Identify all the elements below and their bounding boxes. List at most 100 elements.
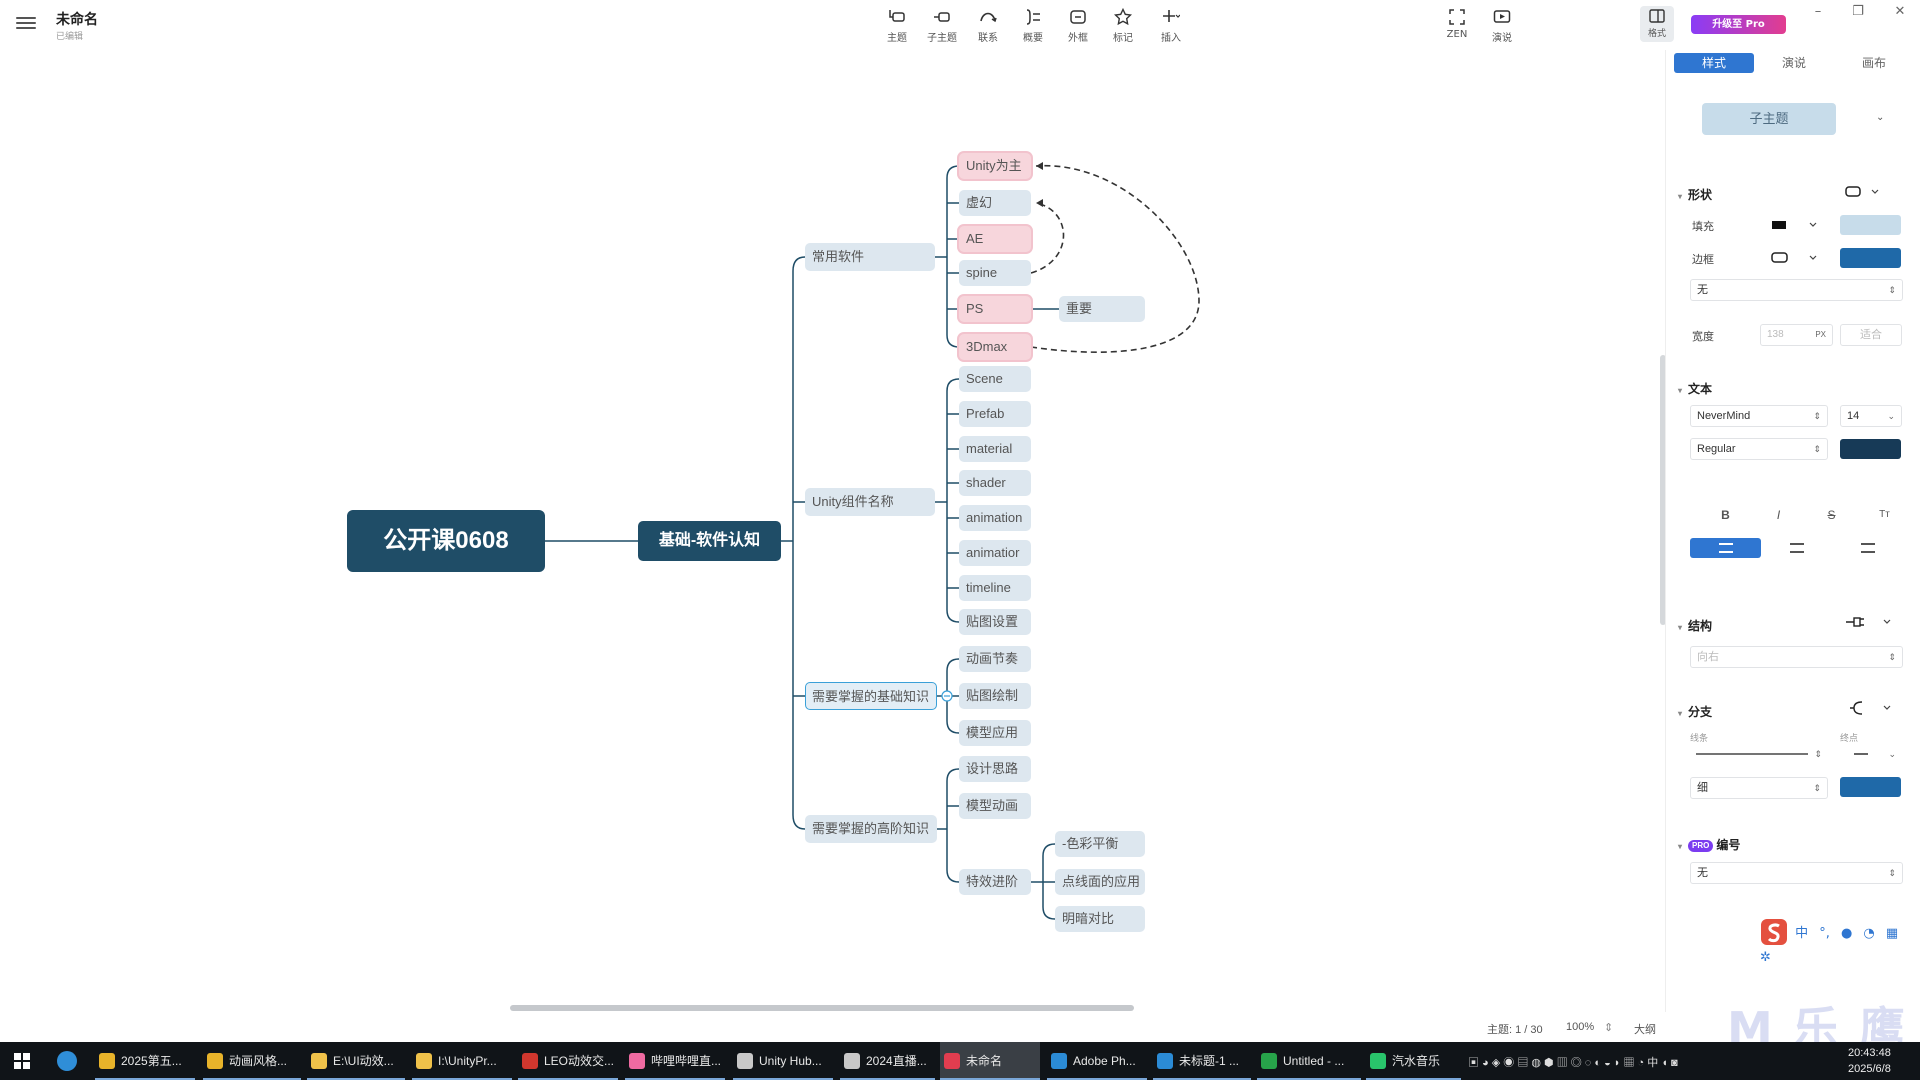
shape-picker[interactable] <box>1840 182 1890 202</box>
branch-advanced-knowledge[interactable]: 需要掌握的高阶知识 <box>805 815 937 843</box>
bold-button[interactable]: B <box>1721 508 1730 522</box>
root-topic[interactable]: 公开课0608 <box>347 510 545 572</box>
subtopic-node[interactable]: animatior <box>959 540 1031 566</box>
system-tray[interactable]: ▣ ◕ ◈ ◉ ▤ ◍ ⬢ ▥ ◎ ◌ ◐ ◒ ◗ ▦ ◔ 中 ◖ ◙ <box>1468 1057 1678 1069</box>
subtopic-node[interactable]: Unity为主 <box>959 153 1031 179</box>
tab-style[interactable]: 样式 <box>1674 53 1754 73</box>
boundary-button[interactable]: 外框 <box>1058 8 1098 44</box>
border-color-swatch[interactable] <box>1840 248 1901 268</box>
subtopic-node[interactable]: 3Dmax <box>959 334 1031 360</box>
subtopic-node[interactable]: 明暗对比 <box>1055 906 1145 932</box>
structure-direction-select[interactable]: 向右⇕ <box>1690 646 1903 668</box>
ime-microphone-icon[interactable]: ● <box>1840 925 1853 941</box>
zoom-stepper-icon[interactable]: ⇕ <box>1604 1022 1614 1034</box>
ime-toolbar[interactable]: 中 °, ● ◔ ▦ ✲ <box>1760 918 1920 965</box>
ime-grid-icon[interactable]: ▦ <box>1885 925 1899 941</box>
subtopic-node[interactable]: PS <box>959 296 1031 322</box>
marker-button[interactable]: 标记 <box>1103 8 1143 44</box>
border-type-select[interactable] <box>1764 248 1824 268</box>
horizontal-scrollbar[interactable] <box>510 1005 1134 1011</box>
internet-explorer-icon[interactable] <box>57 1051 77 1071</box>
main-topic[interactable]: 基础-软件认知 <box>638 521 781 561</box>
insert-menu-button[interactable]: 插入 <box>1151 8 1191 44</box>
minimize-window-icon[interactable]: – <box>1814 4 1822 19</box>
branch-color-swatch[interactable] <box>1840 777 1901 797</box>
subtopic-node[interactable]: 贴图设置 <box>959 609 1031 635</box>
topic-style-select[interactable]: 子主题 <box>1702 103 1836 135</box>
font-family-select[interactable]: NeverMind⇕ <box>1690 405 1828 427</box>
subtopic-node[interactable]: 重要 <box>1059 296 1145 322</box>
tray-language-indicator[interactable]: 中 <box>1647 1057 1659 1069</box>
ime-punctuation-icon[interactable]: °, <box>1819 925 1830 941</box>
insert-topic-button[interactable]: 主题 <box>877 8 917 44</box>
ime-settings-icon[interactable]: ✲ <box>1760 950 1771 965</box>
section-structure-title[interactable]: ▾结构 <box>1678 619 1713 633</box>
subtopic-node[interactable]: shader <box>959 470 1031 496</box>
subtopic-node[interactable]: 模型动画 <box>959 793 1031 819</box>
branch-line-select[interactable]: ⇕ <box>1690 744 1828 766</box>
ime-language-indicator[interactable]: 中 <box>1795 925 1809 941</box>
subtopic-node[interactable]: 设计思路 <box>959 756 1031 782</box>
subtopic-node[interactable]: timeline <box>959 575 1031 601</box>
subtopic-node[interactable]: 贴图绘制 <box>959 683 1031 709</box>
presentation-button[interactable]: 演说 <box>1482 8 1522 44</box>
upgrade-pro-button[interactable]: 升级至 Pro <box>1691 15 1786 34</box>
close-window-icon[interactable]: ✕ <box>1894 4 1906 19</box>
system-clock[interactable]: 20:43:48 2025/6/8 <box>1848 1045 1891 1077</box>
taskbar-app-button[interactable]: Untitled - ... <box>1257 1042 1361 1080</box>
summary-button[interactable]: 概要 <box>1013 8 1053 44</box>
branch-thickness-select[interactable]: 细⇕ <box>1690 777 1828 799</box>
fit-button[interactable]: 适合 <box>1840 324 1902 346</box>
taskbar-app-button[interactable]: 汽水音乐 <box>1366 1042 1461 1080</box>
subtopic-node[interactable]: animation <box>959 505 1031 531</box>
document-title[interactable]: 未命名 <box>56 12 98 28</box>
subtopic-node[interactable]: 模型应用 <box>959 720 1031 746</box>
branch-unity-components[interactable]: Unity组件名称 <box>805 488 935 516</box>
outline-button[interactable]: 大纲 <box>1634 1024 1656 1036</box>
taskbar-app-button[interactable]: 2024直播... <box>840 1042 935 1080</box>
format-panel-toggle[interactable]: 格式 <box>1640 6 1674 42</box>
zen-mode-button[interactable]: ZEN <box>1437 8 1477 40</box>
align-right-button[interactable] <box>1832 538 1903 558</box>
branch-common-software[interactable]: 常用软件 <box>805 243 935 271</box>
subtopic-node[interactable]: 动画节奏 <box>959 646 1031 672</box>
mindmap-canvas[interactable]: 公开课0608 基础-软件认知 常用软件 Unity为主 虚幻 AE spine… <box>0 50 1666 1011</box>
tab-canvas[interactable]: 画布 <box>1861 56 1886 70</box>
fill-type-select[interactable] <box>1764 215 1824 235</box>
taskbar-app-button[interactable]: 2025第五... <box>95 1042 195 1080</box>
align-left-button[interactable] <box>1690 538 1761 558</box>
vertical-scrollbar[interactable] <box>1660 355 1666 625</box>
taskbar-app-button[interactable]: 动画风格... <box>203 1042 301 1080</box>
windows-start-icon[interactable] <box>14 1053 30 1069</box>
subtopic-node[interactable]: AE <box>959 226 1031 252</box>
taskbar-app-button[interactable]: Adobe Ph... <box>1047 1042 1147 1080</box>
subtopic-node[interactable]: 特效进阶 <box>959 869 1031 895</box>
subtopic-node[interactable]: 点线面的应用 <box>1055 869 1145 895</box>
align-center-button[interactable] <box>1761 538 1832 558</box>
branch-end-select[interactable]: ⌄ <box>1840 744 1902 766</box>
subtopic-node[interactable]: 虚幻 <box>959 190 1031 216</box>
insert-subtopic-button[interactable]: 子主题 <box>922 8 962 44</box>
subtopic-node[interactable]: spine <box>959 260 1031 286</box>
border-style-select[interactable]: 无⇕ <box>1690 279 1903 301</box>
taskbar-app-button[interactable]: Unity Hub... <box>733 1042 833 1080</box>
subtopic-node[interactable]: Scene <box>959 366 1031 392</box>
relationship-button[interactable]: 联系 <box>968 8 1008 44</box>
subtopic-node[interactable]: material <box>959 436 1031 462</box>
text-case-button[interactable]: Tт <box>1879 509 1890 520</box>
subtopic-node[interactable]: -色彩平衡 <box>1055 831 1145 857</box>
zoom-level[interactable]: 100% <box>1566 1021 1595 1033</box>
taskbar-app-button[interactable]: 哔哩哔哩直... <box>625 1042 725 1080</box>
ime-user-icon[interactable]: ◔ <box>1863 925 1875 941</box>
strikethrough-button[interactable]: S <box>1827 508 1836 522</box>
taskbar-app-button[interactable]: I:\UnityPr... <box>412 1042 512 1080</box>
text-color-swatch[interactable] <box>1840 439 1901 459</box>
taskbar-app-button[interactable]: 未标题-1 ... <box>1153 1042 1251 1080</box>
numbering-select[interactable]: 无⇕ <box>1690 862 1903 884</box>
chevron-down-icon[interactable]: ⌄ <box>1876 112 1885 123</box>
section-branch-title[interactable]: ▾分支 <box>1678 705 1713 719</box>
tab-presentation[interactable]: 演说 <box>1781 56 1806 70</box>
italic-button[interactable]: I <box>1776 508 1781 522</box>
branch-basic-knowledge[interactable]: 需要掌握的基础知识 <box>805 682 937 710</box>
